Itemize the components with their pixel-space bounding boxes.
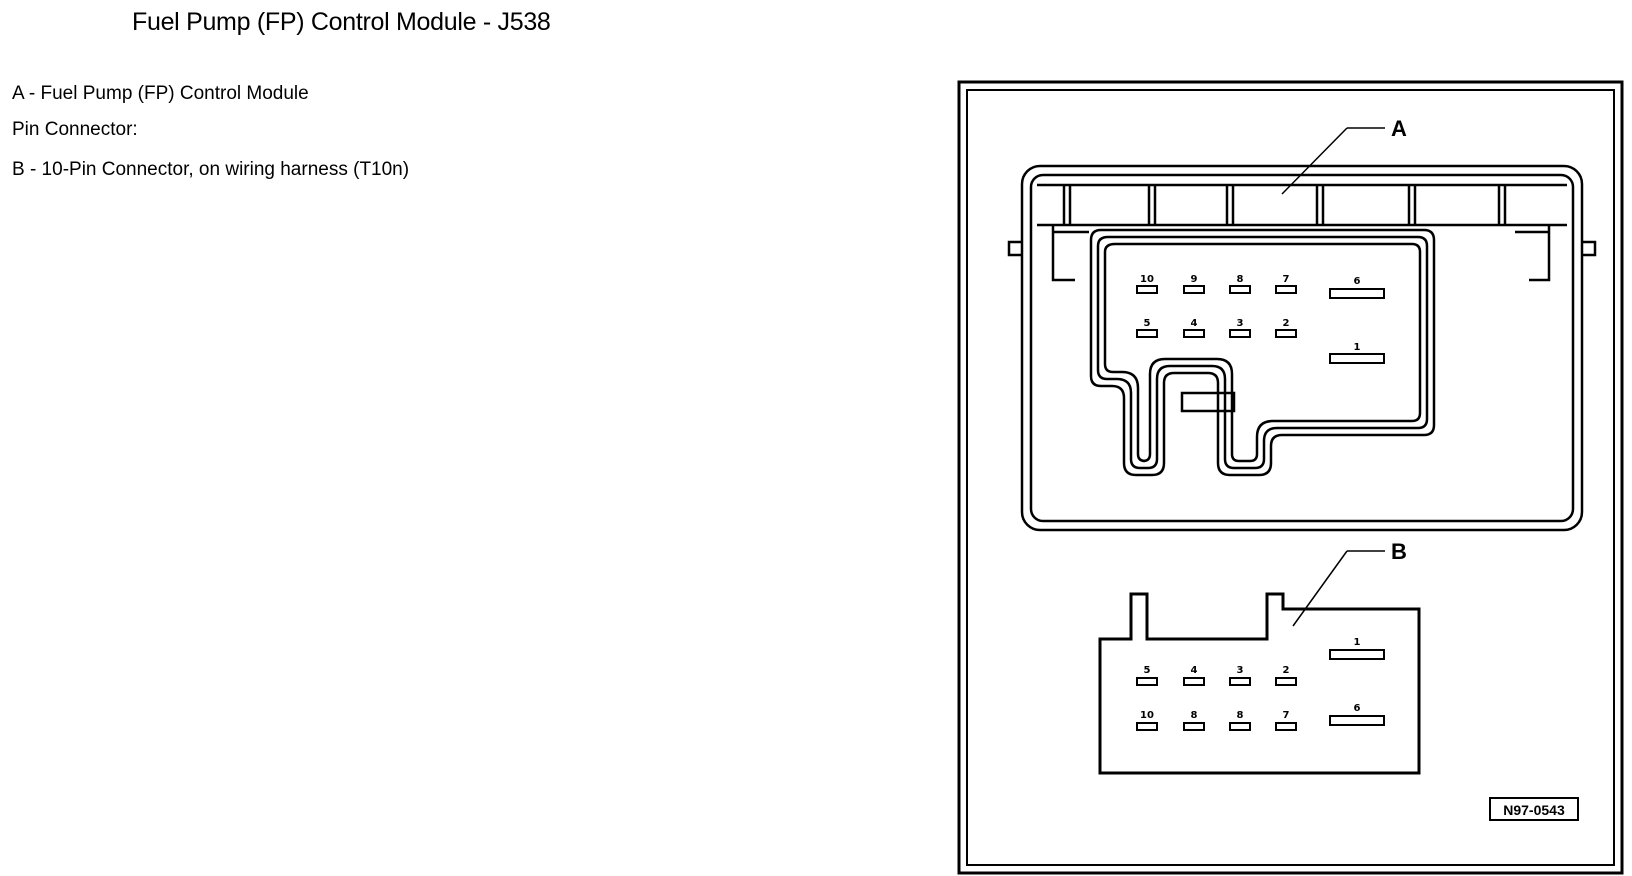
connector-b-pin-3 bbox=[1229, 677, 1251, 686]
connector-b-housing bbox=[1098, 592, 1421, 775]
figure-frame-outer bbox=[957, 80, 1624, 875]
connector-a-pin-1 bbox=[1329, 353, 1385, 364]
connector-a-pin-2 bbox=[1275, 329, 1297, 338]
connector-b-pin-label: 3 bbox=[1237, 665, 1244, 676]
connector-a-pin-label: 6 bbox=[1354, 276, 1361, 287]
connector-a-pin-label: 10 bbox=[1140, 274, 1154, 285]
connector-a-housing-outer bbox=[1020, 164, 1584, 532]
callout-a-label: A bbox=[1391, 116, 1407, 141]
connector-b-pin-7 bbox=[1275, 722, 1297, 731]
connector-b-pin-5 bbox=[1136, 677, 1158, 686]
connector-a-pin-label: 9 bbox=[1191, 274, 1198, 285]
connector-b-pin-label: 5 bbox=[1144, 665, 1151, 676]
connector-b-pin-label: 7 bbox=[1283, 710, 1290, 721]
figure-frame-inner bbox=[966, 89, 1615, 866]
connector-a-housing-inner bbox=[1029, 173, 1575, 523]
connector-a bbox=[1007, 164, 1597, 532]
connector-a-pin-label: 1 bbox=[1354, 342, 1361, 353]
connector-a-pin-4 bbox=[1183, 329, 1205, 338]
connector-a-pin-label: 3 bbox=[1237, 318, 1244, 329]
connector-a-pin-9 bbox=[1183, 285, 1205, 294]
connector-a-pin-label: 5 bbox=[1144, 318, 1151, 329]
legend-item-a: A - Fuel Pump (FP) Control Module bbox=[12, 83, 309, 104]
figure-ref-code-box bbox=[1489, 797, 1579, 821]
connector-b-pin-label: 6 bbox=[1354, 703, 1361, 714]
connector-b-pin-2 bbox=[1275, 677, 1297, 686]
figure-ref-code-text: N97-0543 bbox=[1503, 802, 1565, 818]
connector-a-pin-label: 7 bbox=[1283, 274, 1290, 285]
callout-b: B bbox=[1292, 539, 1407, 627]
legend: A - Fuel Pump (FP) Control Module Pin Co… bbox=[12, 76, 409, 188]
connector-a-shell-outer bbox=[1089, 228, 1436, 477]
connector-a-pin-8 bbox=[1229, 285, 1251, 294]
callout-a-leader bbox=[1281, 127, 1348, 195]
connector-a-key-tab bbox=[1180, 391, 1236, 413]
connector-a-pin-5 bbox=[1136, 329, 1158, 338]
connector-a-ear-right bbox=[1582, 240, 1597, 257]
connector-a-pin-6 bbox=[1329, 288, 1385, 299]
connector-b-pin-label: 4 bbox=[1191, 665, 1198, 676]
legend-item-b: B - 10-Pin Connector, on wiring harness … bbox=[12, 159, 410, 180]
callout-a: A bbox=[1281, 116, 1407, 195]
connector-a-pin-label: 2 bbox=[1283, 318, 1290, 329]
connector-b-pin-8a bbox=[1183, 722, 1205, 731]
connector-a-shell-inner bbox=[1103, 242, 1422, 463]
connector-a-pin-7 bbox=[1275, 285, 1297, 294]
connector-b-pin-6 bbox=[1329, 715, 1385, 726]
connector-b-pin-label: 2 bbox=[1283, 665, 1290, 676]
connector-a-pin-10 bbox=[1136, 285, 1158, 294]
connector-diagram: 10 9 8 7 5 4 3 2 6 1 A bbox=[957, 80, 1624, 875]
callout-b-leader bbox=[1292, 550, 1348, 627]
connector-a-pin-3 bbox=[1229, 329, 1251, 338]
callout-b-label: B bbox=[1391, 539, 1407, 564]
connector-b bbox=[1098, 592, 1421, 775]
connector-b-pin-label: 8 bbox=[1237, 710, 1244, 721]
connector-b-pin-1 bbox=[1329, 649, 1385, 660]
connector-b-pin-label: 8 bbox=[1191, 710, 1198, 721]
page-title: Fuel Pump (FP) Control Module - J538 bbox=[132, 8, 551, 36]
connector-b-pin-label: 1 bbox=[1354, 637, 1361, 648]
connector-a-shell-middle bbox=[1096, 235, 1429, 470]
connector-b-pins: 5 4 3 2 10 8 8 7 1 6 bbox=[1136, 637, 1385, 731]
connector-a-pins: 10 9 8 7 5 4 3 2 6 1 bbox=[1136, 274, 1385, 364]
connector-b-pin-4 bbox=[1183, 677, 1205, 686]
connector-b-pin-8b bbox=[1229, 722, 1251, 731]
connector-a-pin-label: 8 bbox=[1237, 274, 1244, 285]
connector-a-ear-left bbox=[1007, 240, 1022, 257]
connector-b-pin-label: 10 bbox=[1140, 710, 1154, 721]
legend-item-pin-connector: Pin Connector: bbox=[12, 119, 138, 140]
connector-b-pin-10 bbox=[1136, 722, 1158, 731]
connector-diagram-svg: 10 9 8 7 5 4 3 2 6 1 A bbox=[957, 80, 1624, 875]
connector-a-pin-label: 4 bbox=[1191, 318, 1198, 329]
figure-ref-code: N97-0543 bbox=[1489, 797, 1579, 821]
connector-a-latch-right bbox=[1529, 225, 1551, 282]
connector-a-latch-left bbox=[1051, 225, 1075, 282]
